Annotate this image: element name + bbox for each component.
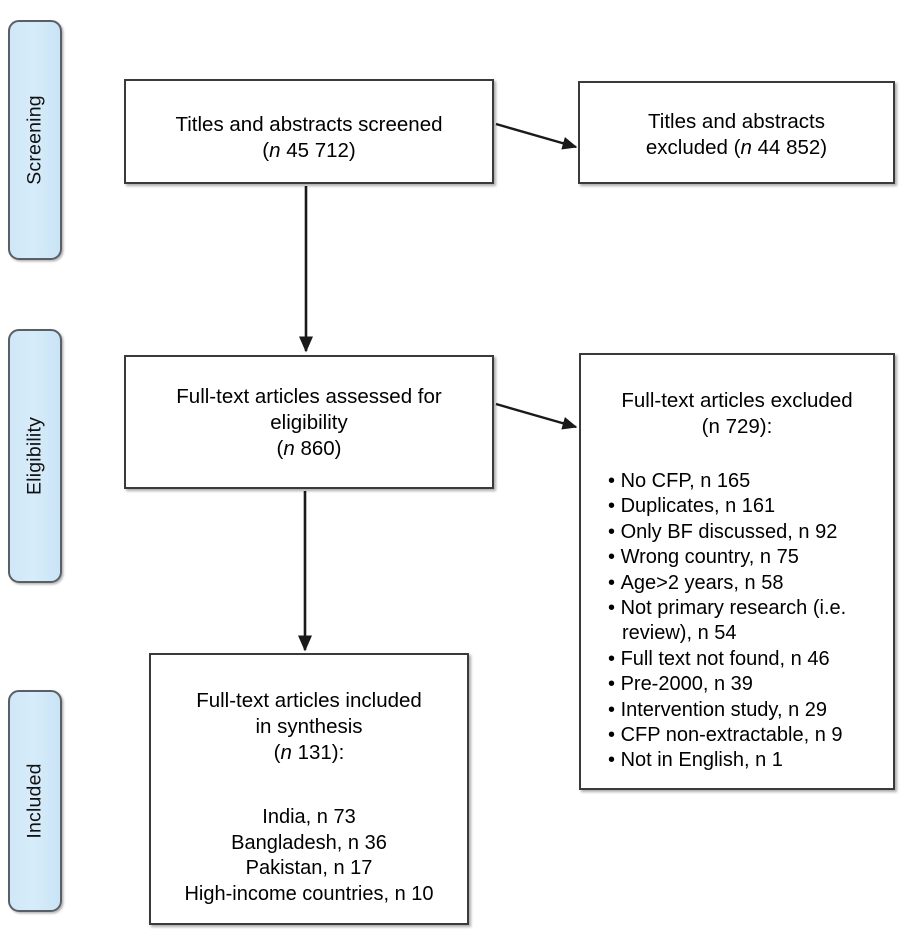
exclusion-reason-list: No CFP, n 165 Duplicates, n 161 Only BF … bbox=[608, 469, 876, 774]
box-fulltext-included: Full-text articles included in synthesis… bbox=[149, 653, 469, 925]
stage-pill-eligibility-label: Eligibility bbox=[23, 416, 46, 496]
box-fulltext-assessed-text: Full-text articles assessed for eligibil… bbox=[126, 384, 492, 462]
included-country-item: Pakistan, n 17 bbox=[245, 857, 373, 879]
box-included-heading: Full-text articles included in synthesis… bbox=[151, 688, 467, 766]
exclusion-reason-item: Not primary research (i.e. review), n 54 bbox=[608, 596, 876, 647]
exclusion-reason-item: Duplicates, n 161 bbox=[608, 494, 876, 519]
box-fulltext-assessed-line1: Full-text articles assessed for bbox=[176, 385, 442, 408]
exclusion-reason-item: Only BF discussed, n 92 bbox=[608, 520, 876, 545]
stage-pill-screening: Screening bbox=[8, 20, 62, 260]
box-included-line1: Full-text articles included bbox=[196, 689, 422, 712]
box-excluded-titles-line2: excluded (n 44 852) bbox=[645, 136, 828, 159]
stage-pill-eligibility: Eligibility bbox=[8, 329, 62, 583]
box-included-line2: in synthesis bbox=[255, 715, 363, 738]
exclusion-reason-item: Full text not found, n 46 bbox=[608, 647, 876, 672]
stage-pill-included-label: Included bbox=[23, 763, 46, 839]
included-country-item: High-income countries, n 10 bbox=[184, 882, 434, 905]
box-fulltext-excluded: Full-text articles excluded (n 729): No … bbox=[579, 353, 895, 790]
box-screened-text: Titles and abstracts screened (n 45 712) bbox=[126, 112, 492, 164]
exclusion-reason-item: Age>2 years, n 58 bbox=[608, 571, 876, 596]
exclusion-reason-item: Wrong country, n 75 bbox=[608, 545, 876, 570]
box-fulltext-excluded-line2: (n 729): bbox=[701, 415, 773, 438]
box-screened-line2: (n 45 712) bbox=[262, 139, 356, 162]
box-included-line3: (n 131): bbox=[273, 741, 345, 764]
box-fulltext-excluded-heading: Full-text articles excluded (n 729): bbox=[581, 388, 893, 440]
included-country-breakdown: India, n 73 Bangladesh, n 36 Pakistan, n… bbox=[151, 805, 467, 907]
box-excluded-titles-text: Titles and abstracts excluded (n 44 852) bbox=[580, 109, 893, 161]
box-fulltext-assessed-line2: eligibility bbox=[270, 411, 348, 434]
stage-pill-included: Included bbox=[8, 690, 62, 912]
exclusion-reason-item: Pre-2000, n 39 bbox=[608, 672, 876, 697]
box-fulltext-excluded-line1: Full-text articles excluded bbox=[621, 389, 853, 412]
exclusion-reason-item: No CFP, n 165 bbox=[608, 469, 876, 494]
exclusion-reason-item: CFP non-extractable, n 9 bbox=[608, 723, 876, 748]
arrow-fulltext-to-excluded bbox=[495, 402, 578, 430]
exclusion-reason-item: Intervention study, n 29 bbox=[608, 698, 876, 723]
box-excluded-titles-line1: Titles and abstracts bbox=[648, 110, 825, 133]
box-screened-line1: Titles and abstracts screened bbox=[175, 113, 443, 136]
stage-pill-screening-label: Screening bbox=[23, 95, 46, 185]
exclusion-reason-item: Not in English, n 1 bbox=[608, 748, 876, 773]
box-fulltext-assessed-line3: (n 860) bbox=[276, 437, 342, 460]
box-titles-abstracts-excluded: Titles and abstracts excluded (n 44 852) bbox=[578, 81, 895, 184]
box-titles-abstracts-screened: Titles and abstracts screened (n 45 712) bbox=[124, 79, 494, 184]
arrow-screened-to-excluded bbox=[495, 122, 578, 150]
included-country-item: Bangladesh, n 36 bbox=[231, 831, 387, 854]
box-fulltext-assessed: Full-text articles assessed for eligibil… bbox=[124, 355, 494, 489]
included-country-item: India, n 73 bbox=[262, 806, 356, 828]
